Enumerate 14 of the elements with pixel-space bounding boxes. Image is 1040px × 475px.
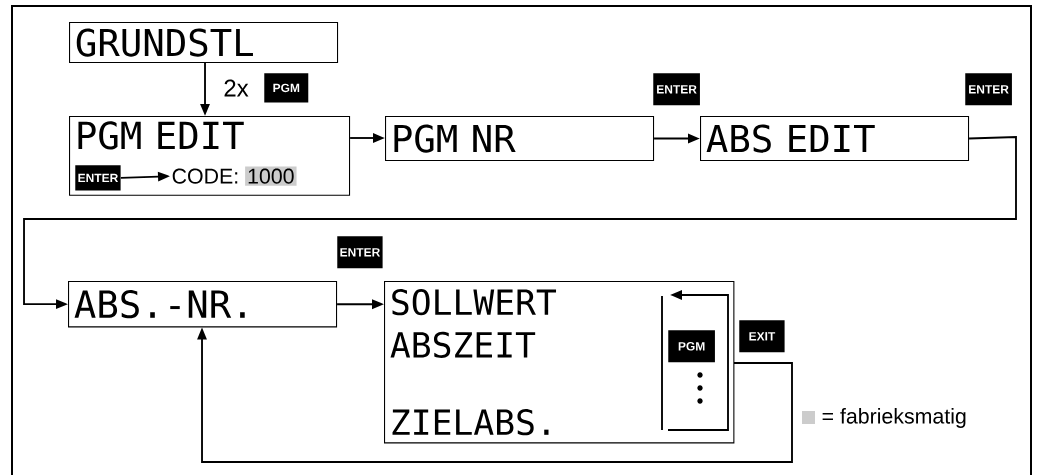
display-box: GRUNDSTL: [69, 22, 339, 64]
key-button: PGM: [668, 330, 715, 363]
key-button: ENTER: [965, 73, 1012, 106]
display-box: PGM NR: [385, 116, 655, 162]
key-button: ENTER: [653, 73, 700, 106]
display-box: ABS.-NR.: [68, 281, 338, 328]
display-box: ABS EDIT: [700, 116, 970, 162]
key-button: PGM: [264, 73, 309, 103]
key-button: EXIT: [739, 320, 785, 353]
key-button: ENTER: [337, 236, 383, 269]
code-text: CODE: 1000: [172, 166, 297, 186]
edge-label: 2x: [224, 79, 249, 97]
legend-text: = fabrieksmatig: [822, 408, 966, 428]
key-button: ENTER: [75, 165, 121, 191]
